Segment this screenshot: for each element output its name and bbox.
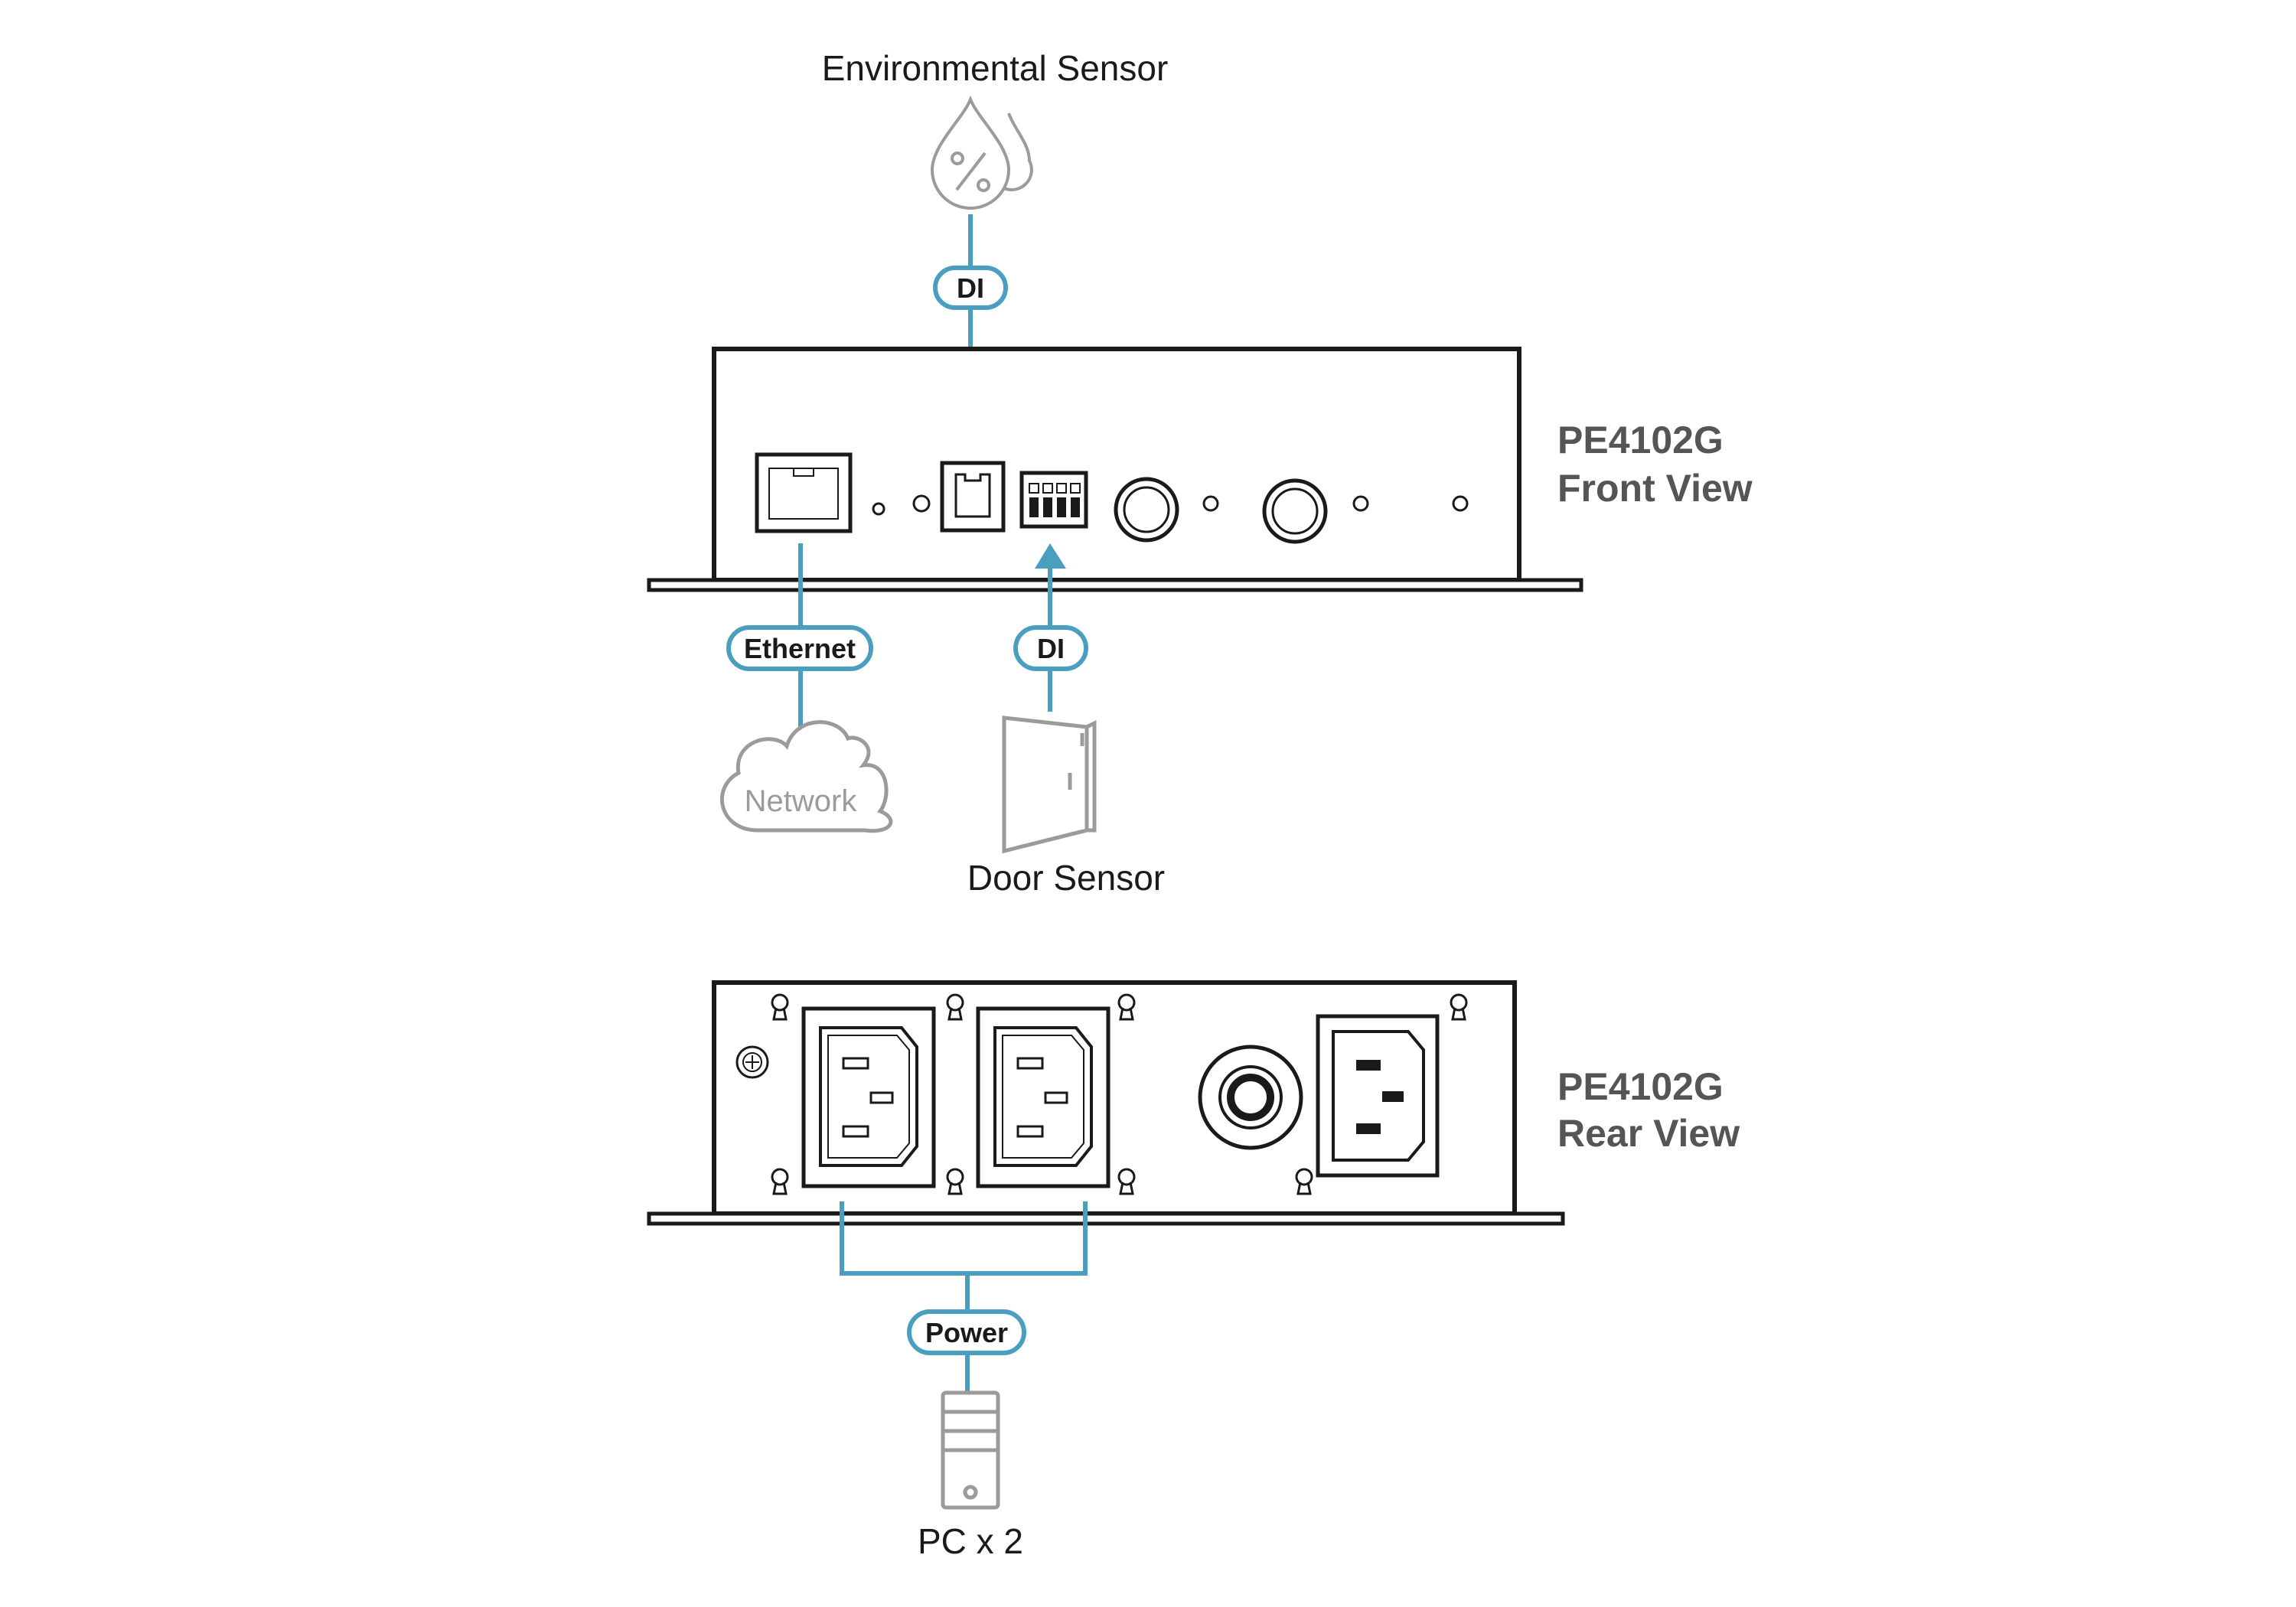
power-outlet-1 bbox=[801, 1006, 936, 1188]
sensor-port bbox=[940, 461, 1006, 533]
ethernet-port bbox=[755, 452, 853, 533]
indicator-led-2 bbox=[912, 494, 931, 513]
network-label: Network bbox=[745, 784, 858, 818]
ground-screw bbox=[735, 1045, 769, 1079]
indicator-led-3 bbox=[1202, 495, 1219, 512]
pc-tower-icon bbox=[941, 1390, 1000, 1510]
di-top-pill-label: DI bbox=[957, 272, 984, 304]
di-top-pill: DI bbox=[933, 266, 1008, 310]
round-button-2 bbox=[1262, 478, 1328, 544]
indicator-led-5 bbox=[1452, 495, 1469, 512]
front-view-model: PE4102G bbox=[1557, 419, 1724, 461]
power-outlet-2 bbox=[976, 1006, 1110, 1188]
front-view-device bbox=[647, 347, 1583, 592]
rear-view-device bbox=[647, 980, 1565, 1226]
di-bottom-connector bbox=[1035, 543, 1066, 712]
indicator-led-1 bbox=[872, 502, 885, 516]
di-terminal-block bbox=[1019, 471, 1088, 529]
cloud-icon bbox=[719, 720, 893, 833]
power-connector bbox=[840, 1201, 1088, 1393]
front-view-title: Front View bbox=[1557, 467, 1753, 510]
rear-view-model: PE4102G bbox=[1557, 1065, 1724, 1108]
indicator-led-4 bbox=[1352, 495, 1369, 512]
di-bottom-pill: DI bbox=[1013, 625, 1088, 671]
power-inlet bbox=[1316, 1014, 1440, 1178]
round-button-1 bbox=[1114, 477, 1179, 543]
power-pill: Power bbox=[907, 1309, 1026, 1355]
pc-label: PC x 2 bbox=[918, 1521, 1023, 1561]
door-sensor-label: Door Sensor bbox=[967, 858, 1165, 898]
power-pill-label: Power bbox=[925, 1317, 1008, 1348]
circuit-breaker bbox=[1198, 1045, 1303, 1150]
di-bottom-pill-label: DI bbox=[1037, 633, 1065, 664]
door-icon bbox=[1002, 715, 1097, 854]
ethernet-pill: Ethernet bbox=[726, 625, 873, 671]
environmental-sensor-label: Environmental Sensor bbox=[822, 48, 1169, 88]
ethernet-pill-label: Ethernet bbox=[744, 633, 856, 664]
rear-view-title: Rear View bbox=[1557, 1112, 1740, 1155]
humidity-drops-icon bbox=[930, 95, 1033, 210]
